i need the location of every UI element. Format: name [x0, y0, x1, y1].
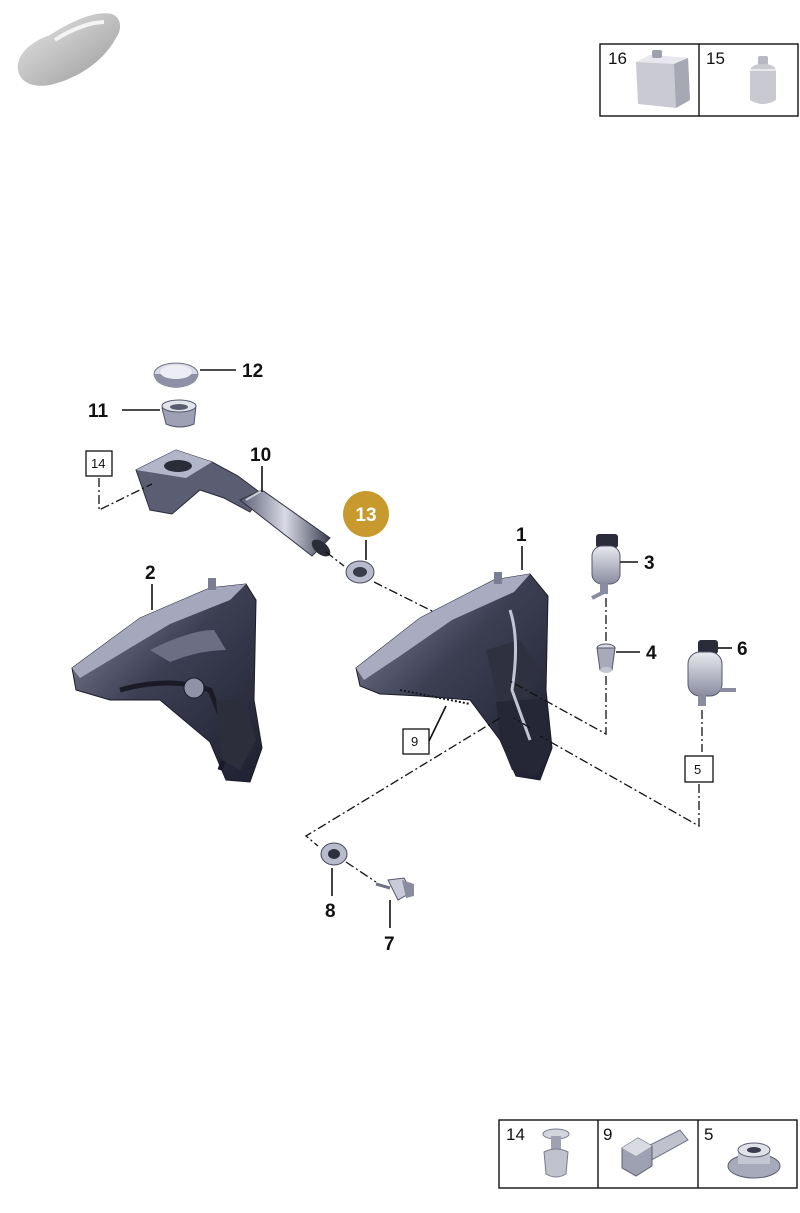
fluid-bottle-icon: [750, 56, 776, 104]
dash-13-to-tank: [325, 551, 435, 613]
legend-cell-16-number: 16: [608, 49, 627, 68]
leader-9: [428, 705, 447, 742]
part-2-tank: [71, 578, 263, 783]
box-14-frame: [85, 450, 113, 477]
part-3-pump: [591, 534, 621, 600]
callout-4: 4: [646, 643, 657, 664]
box-9-frame: [402, 728, 430, 755]
callout-3: 3: [644, 553, 655, 574]
part-10-filler-neck: [135, 449, 331, 557]
top-legend-box: 16 15: [599, 43, 799, 117]
part-8-grommet: [320, 842, 348, 866]
callout-1: 1: [516, 525, 527, 546]
part-13-grommet: [345, 560, 375, 584]
box-label-5: 5: [694, 762, 701, 777]
legend-cell-15-number: 15: [706, 49, 725, 68]
callout-2: 2: [145, 563, 156, 584]
callout-7: 7: [384, 934, 395, 955]
highlight-label-13: 13: [355, 505, 376, 526]
box-label-14: 14: [91, 456, 105, 471]
part-12-cap: [153, 362, 199, 388]
dash-14: [98, 478, 153, 512]
legend-cell-9-number: 9: [603, 1125, 612, 1144]
box-label-9: 9: [411, 734, 418, 749]
dash-3-4: [507, 598, 607, 736]
dash-7: [345, 861, 377, 883]
callout-12: 12: [242, 361, 263, 382]
part-1-tank: [355, 572, 553, 781]
box-5-frame: [684, 755, 714, 783]
legend-cell-14-number: 14: [506, 1125, 525, 1144]
bottom-legend-box: 14 9 5: [498, 1119, 798, 1189]
callout-6: 6: [737, 639, 748, 660]
car-thumbnail-icon: [17, 13, 121, 86]
clip-rivet-icon: [542, 1128, 570, 1178]
callout-11: 11: [88, 401, 109, 422]
dash-5: [513, 717, 700, 828]
part-11-ring: [161, 399, 197, 428]
callout-10: 10: [250, 445, 271, 466]
hex-bolt-icon: [621, 1129, 689, 1177]
dash-tank-to-8: [304, 717, 501, 847]
fluid-canister-icon: [636, 50, 690, 108]
legend-cell-5-number: 5: [704, 1125, 713, 1144]
callout-8: 8: [325, 901, 336, 922]
part-6-pump: [687, 640, 736, 706]
flange-nut-icon: [727, 1142, 781, 1179]
part-4-seal: [596, 643, 616, 673]
part-7-sensor: [375, 877, 414, 901]
highlight-badge-13[interactable]: 13: [343, 491, 389, 537]
